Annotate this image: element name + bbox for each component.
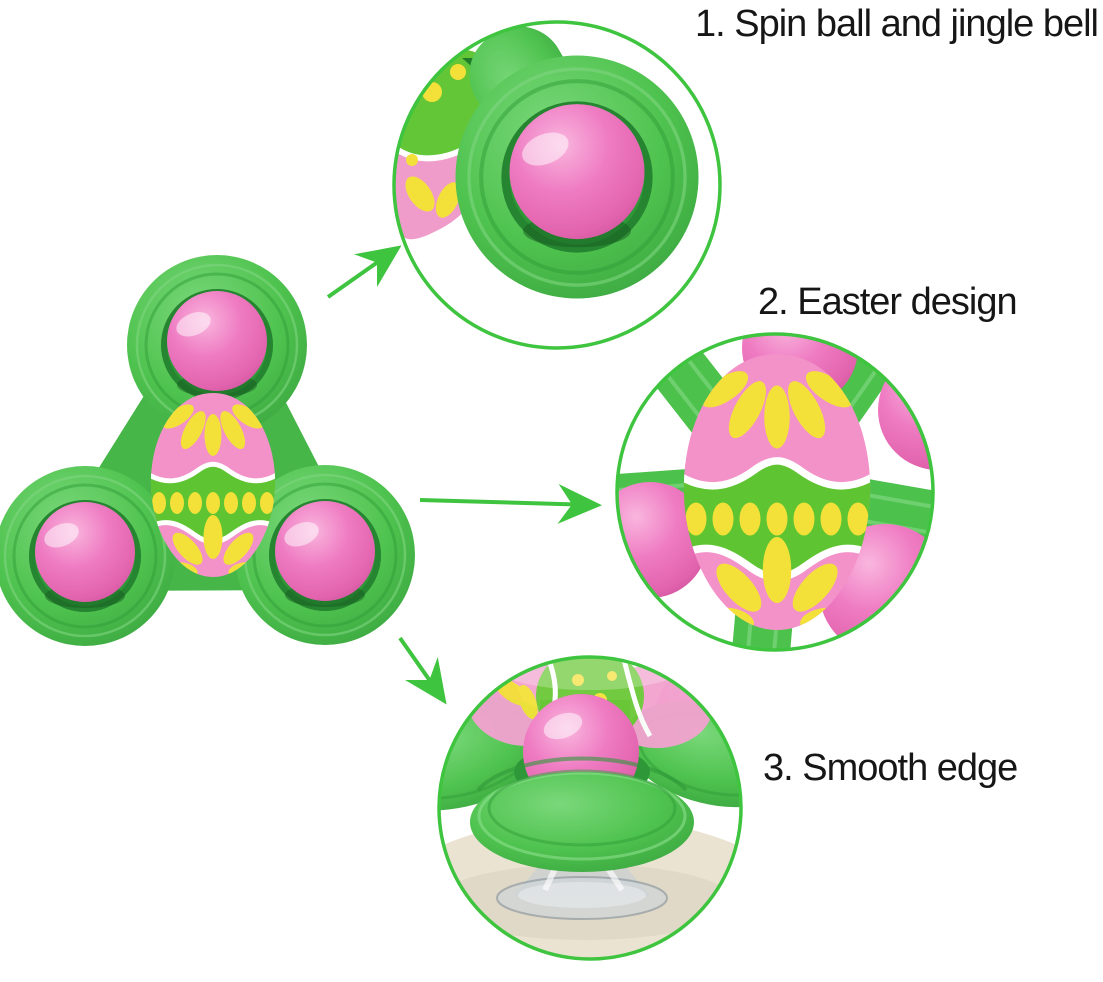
callout-3-content	[439, 657, 741, 959]
annotation-3-label: 3. Smooth edge	[763, 747, 1018, 789]
callout-3-smooth-edge	[437, 655, 743, 961]
spinner-lobe-left	[0, 466, 175, 646]
callout-1-content	[394, 22, 720, 348]
callout-3-ring	[437, 655, 743, 961]
main-spinner-toy	[0, 255, 415, 646]
annotation-1-label: 1. Spin ball and jingle bell	[695, 3, 1099, 45]
callout-1-ring	[392, 20, 722, 350]
front-lobe	[470, 694, 694, 872]
arrow-icon-to-callout-1	[326, 245, 402, 299]
callout-1-spin-ball	[392, 20, 722, 350]
arrow-icon-to-callout-3	[398, 636, 447, 705]
callout-2-ring	[615, 332, 935, 652]
callout-arrows	[326, 245, 602, 705]
zoomed-lobe	[455, 26, 699, 299]
annotation-2-label: 2. Easter design	[758, 281, 1018, 323]
arrow-icon-to-callout-2	[419, 483, 602, 524]
